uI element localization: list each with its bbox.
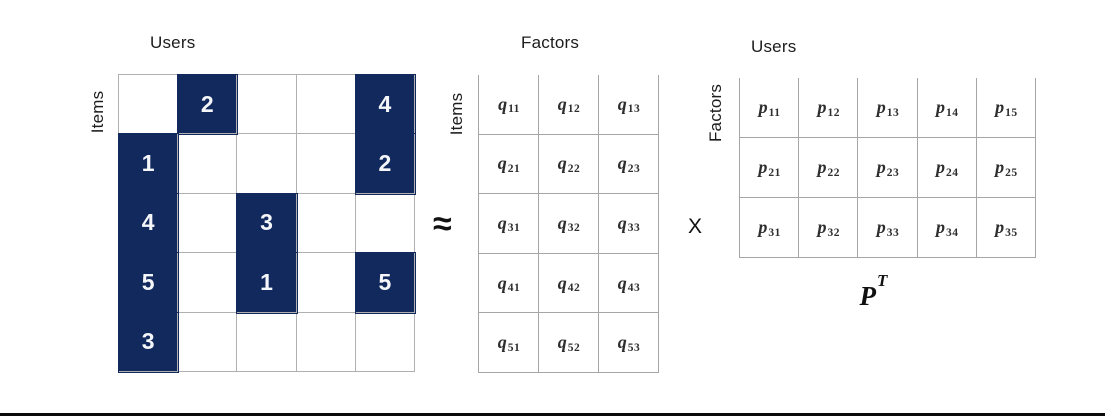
matrix-cell: 4 (119, 193, 179, 254)
matrix-cell (178, 193, 238, 254)
p-transpose-exponent: T (877, 271, 888, 290)
matrix-cell (296, 75, 356, 135)
ratings-users-label: Users (150, 33, 196, 52)
matrix-cell: 4 (355, 75, 415, 135)
bottom-divider (0, 413, 1105, 416)
matrix-cell (237, 134, 297, 194)
matrix-cell (178, 134, 238, 194)
p-transpose-label: PT (838, 272, 908, 311)
matrix-cell (355, 193, 415, 254)
matrix-cell (296, 312, 356, 372)
matrix-cell: 1 (119, 134, 179, 194)
matrix-cell (119, 75, 179, 135)
matrix-cell (237, 312, 297, 372)
matrix-cell: 2 (178, 75, 238, 135)
multiply-symbol: X (688, 215, 703, 238)
matrix-cell (178, 253, 238, 313)
approx-symbol: ≈ (433, 205, 452, 243)
q-items-label: Items (447, 92, 466, 136)
ratings-items-label: Items (88, 90, 107, 134)
matrix-cell (296, 193, 356, 254)
matrix-cell: 2 (355, 134, 415, 194)
p-transpose-base: P (859, 281, 877, 311)
matrix-cell (355, 312, 415, 372)
matrix-cell: 3 (119, 312, 179, 372)
matrix-cell (296, 134, 356, 194)
matrix-cell: 1 (237, 253, 297, 313)
matrix-cell: 5 (119, 253, 179, 313)
matrix-cell (237, 75, 297, 135)
q-factors-label: Factors (521, 33, 580, 52)
matrix-cell (296, 253, 356, 313)
matrix-cell: 3 (237, 193, 297, 254)
matrix-cell: 5 (355, 253, 415, 313)
matrix-cell (178, 312, 238, 372)
p-factors-label: Factors (706, 83, 725, 143)
p-users-label: Users (751, 37, 797, 56)
